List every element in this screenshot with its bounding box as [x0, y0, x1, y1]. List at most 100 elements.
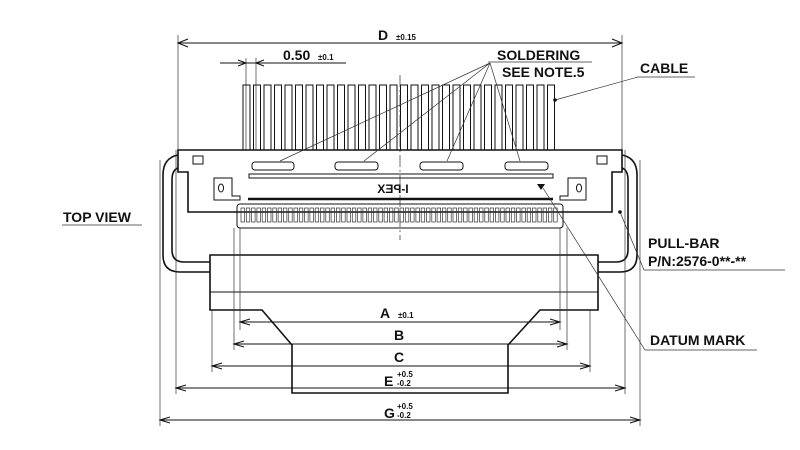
cable-conductor — [484, 84, 492, 151]
contact-pin — [362, 207, 367, 223]
contact-pin — [447, 207, 452, 223]
cable-conductor — [410, 84, 419, 151]
contact-pin — [484, 207, 489, 223]
datum-mark-callout: DATUM MARK — [542, 187, 757, 351]
cable-conductor — [536, 84, 545, 151]
contact-pin — [394, 207, 399, 223]
contact-pin — [505, 207, 510, 223]
dim-pitch-tol: ±0.1 — [318, 53, 334, 62]
cable-conductor — [337, 84, 345, 151]
cable-conductor — [547, 84, 555, 151]
contact-pin — [542, 207, 547, 223]
contact-pin — [479, 207, 484, 223]
cable-conductor — [326, 84, 335, 151]
contact-pin — [442, 207, 447, 223]
contact-pin — [351, 207, 357, 223]
contact-pin — [325, 207, 330, 223]
dimension-e: E +0.5 -0.2 — [174, 370, 627, 392]
view-label: TOP VIEW — [62, 209, 142, 226]
cable-conductors — [242, 84, 555, 151]
cable-conductor — [253, 84, 261, 151]
contact-pin — [251, 207, 256, 223]
dim-a-tol: ±0.1 — [398, 311, 414, 320]
contact-pin — [314, 207, 320, 223]
dimension-b: B — [232, 327, 569, 348]
cable-conductor — [263, 84, 272, 151]
contact-pin — [389, 207, 394, 223]
dimension-d: D ±0.15 — [176, 27, 624, 150]
cable-label: CABLE — [640, 60, 688, 76]
contact-pin — [277, 207, 282, 223]
dim-e-tol-plus: +0.5 — [397, 370, 413, 379]
contact-pin — [256, 207, 261, 223]
contact-pin — [537, 207, 542, 223]
soldering-callout: SOLDERING SEE NOTE.5 — [279, 47, 592, 162]
cable-conductor — [515, 84, 524, 151]
dimension-a: A ±0.1 — [238, 305, 562, 326]
contact-pin — [357, 207, 362, 223]
cable-conductor — [305, 84, 314, 151]
contact-pin — [532, 207, 537, 223]
see-note-label: SEE NOTE.5 — [502, 64, 585, 80]
dim-c-label: C — [394, 349, 404, 365]
cable-conductor — [452, 84, 461, 151]
contact-pin — [526, 207, 532, 223]
pull-bar — [162, 154, 638, 273]
contact-pin — [516, 207, 521, 223]
contact-pin — [420, 207, 426, 223]
top-view-label: TOP VIEW — [63, 209, 132, 225]
part-number-label: P/N:2576-0**-** — [648, 253, 747, 269]
datum-mark-label: DATUM MARK — [650, 332, 745, 348]
contact-pin — [436, 207, 441, 223]
brand-mark: I-PEX — [377, 182, 408, 196]
contact-pin — [320, 207, 325, 223]
contact-pin — [510, 207, 516, 223]
contact-pin — [267, 207, 272, 223]
contact-pin — [378, 207, 383, 223]
contact-pin — [489, 207, 494, 223]
contact-pin — [288, 207, 293, 223]
contact-pin — [383, 207, 388, 223]
contact-pin — [404, 207, 410, 223]
contact-pin — [240, 207, 245, 223]
dimension-pitch: 0.50 ±0.1 — [220, 47, 346, 150]
dim-a-label: A — [380, 305, 390, 321]
contact-pin — [272, 207, 277, 223]
dim-d-tol: ±0.15 — [396, 33, 417, 42]
dim-e-label: E — [384, 373, 393, 389]
cable-conductor — [463, 84, 471, 151]
contact-pin — [521, 207, 526, 223]
dim-e-tol-minus: -0.2 — [397, 379, 411, 388]
contact-pin — [336, 207, 341, 223]
contact-pin — [473, 207, 479, 223]
contact-pin — [399, 207, 404, 223]
contact-pin — [548, 207, 553, 223]
contact-pin — [426, 207, 431, 223]
cable-conductor — [431, 84, 440, 151]
cable-callout: CABLE — [553, 60, 695, 102]
dim-g-label: G — [384, 405, 395, 421]
cable-conductor — [358, 84, 366, 151]
cable-conductor — [274, 84, 282, 151]
dimension-c: C — [210, 349, 592, 370]
cable-conductor — [242, 84, 251, 151]
soldering-label: SOLDERING — [497, 47, 580, 63]
contact-pin — [346, 207, 351, 223]
contact-row — [240, 207, 558, 223]
cable-conductor — [284, 84, 293, 151]
contact-pin — [304, 207, 309, 223]
contact-pin — [410, 207, 415, 223]
pull-bar-callout: PULL-BAR P/N:2576-0**-** — [618, 210, 785, 271]
cable-conductor — [442, 84, 450, 151]
dim-pitch-label: 0.50 — [283, 47, 310, 63]
dim-g-tol-plus: +0.5 — [397, 402, 413, 411]
contact-pin — [298, 207, 304, 223]
cable-conductor — [473, 84, 482, 151]
cable-conductor — [316, 84, 324, 151]
contact-pin — [431, 207, 436, 223]
dim-g-tol-minus: -0.2 — [397, 411, 411, 420]
cable-conductor — [494, 84, 503, 151]
contact-pin — [367, 207, 373, 223]
contact-pin — [452, 207, 457, 223]
